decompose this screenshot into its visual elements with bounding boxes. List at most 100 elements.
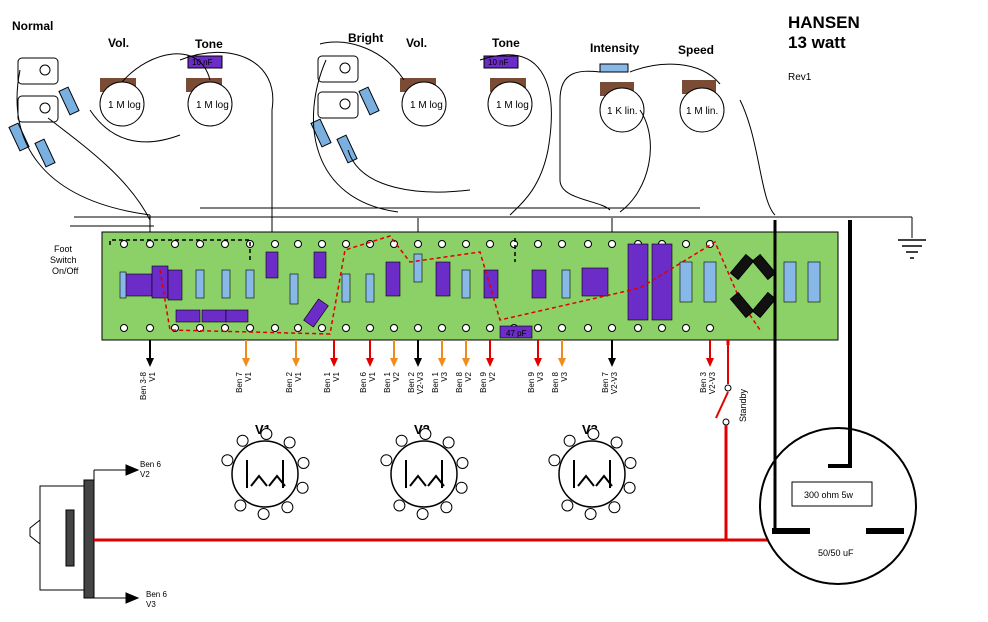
turret-lug [558, 240, 566, 248]
tube-electrodes [246, 460, 286, 488]
pin-label-text: Ben 9 [527, 371, 536, 392]
pot-tone1: 10 nF 1 M log [186, 55, 233, 127]
dropping-resistor-value: 300 ohm 5w [804, 490, 854, 500]
pin-label-text: V1 [244, 371, 253, 381]
tube-pin [221, 454, 234, 467]
tube-pin [380, 454, 393, 467]
turret-lug [318, 240, 326, 248]
pot-intensity: 1 K lin. [599, 63, 645, 133]
input-jack-bright [317, 55, 359, 119]
pin-arrow-head [414, 358, 422, 367]
pin-label-text: V1 [332, 371, 341, 381]
ot-top-lead-2: V2 [140, 470, 150, 479]
pin-label-text: V2 [464, 371, 473, 381]
standby-switch[interactable] [715, 340, 732, 426]
pot-speed: 1 M lin. [679, 80, 725, 133]
turret-lug [414, 240, 422, 248]
pin-label-text: Ben 6 [359, 371, 368, 392]
tube-pin [234, 499, 247, 512]
ot-bottom-lead-1: Ben 6 [146, 590, 167, 599]
turret-lug [510, 240, 518, 248]
turret-lug [246, 324, 254, 332]
tone2-label: Tone [492, 36, 520, 50]
normal-label: Normal [12, 19, 53, 33]
pot-tone2: 10 nF 1 M log [483, 55, 533, 127]
turret-lug [271, 240, 279, 248]
intensity-label: Intensity [590, 41, 640, 55]
turret-lug [294, 324, 302, 332]
tube-pin [393, 499, 406, 512]
pot-vol1: 1 M log [99, 78, 145, 127]
turret-lug [221, 240, 229, 248]
pin-label-text: V2 [488, 371, 497, 381]
turret-lug [294, 240, 302, 248]
pin-label-text: V3 [536, 371, 545, 381]
tube-pin [610, 436, 623, 449]
pot-intensity-value: 1 K lin. [607, 106, 638, 117]
ground-symbol [898, 239, 926, 259]
tube-pin [584, 508, 597, 520]
standby-label: Standby [738, 388, 748, 422]
tube-pin [283, 436, 296, 449]
amp-wattage: 13 watt [788, 33, 846, 52]
pin-label-text: Ben 3-8 [139, 371, 148, 400]
filter-cap-can [759, 220, 917, 585]
tube-pin [587, 428, 600, 440]
tube-socket: V3 [548, 422, 637, 520]
cap-47pf-value: 47 pF [506, 329, 527, 338]
pin-arrow-head [534, 358, 542, 367]
pin-arrow-head [146, 358, 154, 367]
turret-lug [196, 240, 204, 248]
tone1-label: Tone [195, 37, 223, 51]
pin-arrows [146, 340, 714, 367]
pot-vol1-value: 1 M log [108, 100, 141, 111]
pin-arrow-head [242, 358, 250, 367]
turret-lug [558, 324, 566, 332]
pin-arrow-head [390, 358, 398, 367]
revision: Rev1 [788, 72, 812, 83]
turret-lug [171, 240, 179, 248]
turret-lug [682, 240, 690, 248]
pin-arrow-head [438, 358, 446, 367]
tone1-cap-value: 10 nF [192, 58, 213, 67]
tube-pin [395, 434, 408, 447]
pin-label-text: V2-V3 [416, 371, 425, 394]
speed-label: Speed [678, 43, 714, 57]
tube-pin [419, 428, 432, 440]
tube-socket-ring [558, 440, 626, 508]
pot-speed-value: 1 M lin. [686, 106, 718, 117]
pin-arrow-head [462, 358, 470, 367]
pin-label-text: V2 [392, 371, 401, 381]
turret-lug [634, 324, 642, 332]
turret-lug [462, 240, 470, 248]
signal-path-dashed [159, 235, 761, 335]
turret-lug [390, 324, 398, 332]
pin-label-text: Ben 3 [699, 371, 708, 392]
turret-lug [462, 324, 470, 332]
turret-lug [658, 324, 666, 332]
pin-label-text: V2-V3 [610, 371, 619, 394]
pin-arrow-head [558, 358, 566, 367]
pin-label-text: Ben 1 [431, 371, 440, 392]
turret-lug [534, 324, 542, 332]
turret-lug [608, 324, 616, 332]
tube-pin [260, 428, 273, 440]
tube-pin [563, 434, 576, 447]
pin-label-text: Ben 7 [235, 371, 244, 392]
turret-lug [120, 324, 128, 332]
tube-pin [297, 457, 310, 469]
pin-label-text: Ben 9 [479, 371, 488, 392]
tube-socket: V2 [380, 422, 469, 520]
tube-pin [456, 457, 469, 469]
turret-lug [221, 324, 229, 332]
turret-lug [120, 240, 128, 248]
turret-lug [318, 324, 326, 332]
tube-pin [236, 434, 249, 447]
turret-lug [342, 324, 350, 332]
pot-tone2-value: 1 M log [496, 100, 529, 111]
pin-label-text: V1 [148, 371, 157, 381]
rectifier-diodes [729, 253, 777, 319]
tube-pin [455, 481, 468, 494]
tube-pin [442, 436, 455, 449]
output-transformer [29, 464, 140, 604]
